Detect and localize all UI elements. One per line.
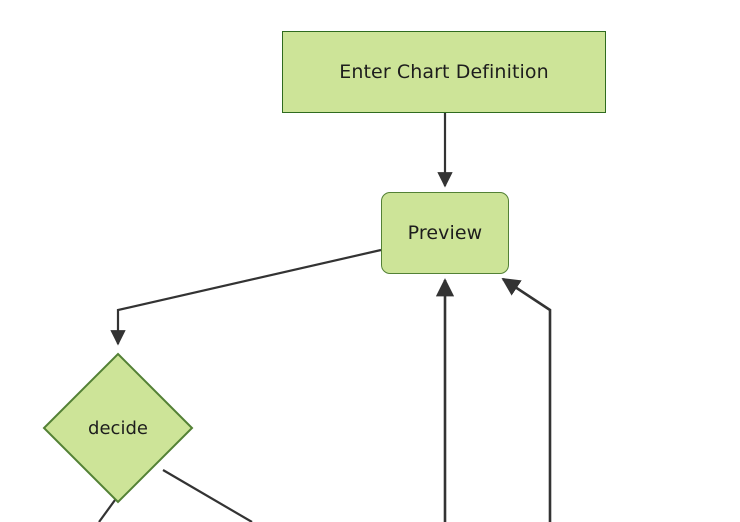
node-label-preview: Preview bbox=[407, 221, 483, 244]
node-enter-chart-definition[interactable]: Enter Chart Definition bbox=[282, 31, 606, 113]
node-preview[interactable]: Preview bbox=[381, 192, 509, 274]
edge-preview-to-decide bbox=[110, 248, 382, 346]
node-decide[interactable]: decide bbox=[42, 352, 194, 504]
edge-offscreen-right-to-preview bbox=[501, 277, 552, 522]
node-label-enter-chart-definition: Enter Chart Definition bbox=[339, 60, 549, 83]
edge-decide-bottom-offscreen bbox=[98, 499, 116, 522]
edge-decide-right-offscreen bbox=[162, 469, 253, 522]
node-label-decide: decide bbox=[88, 417, 148, 439]
decide-diamond-shape bbox=[42, 352, 194, 504]
